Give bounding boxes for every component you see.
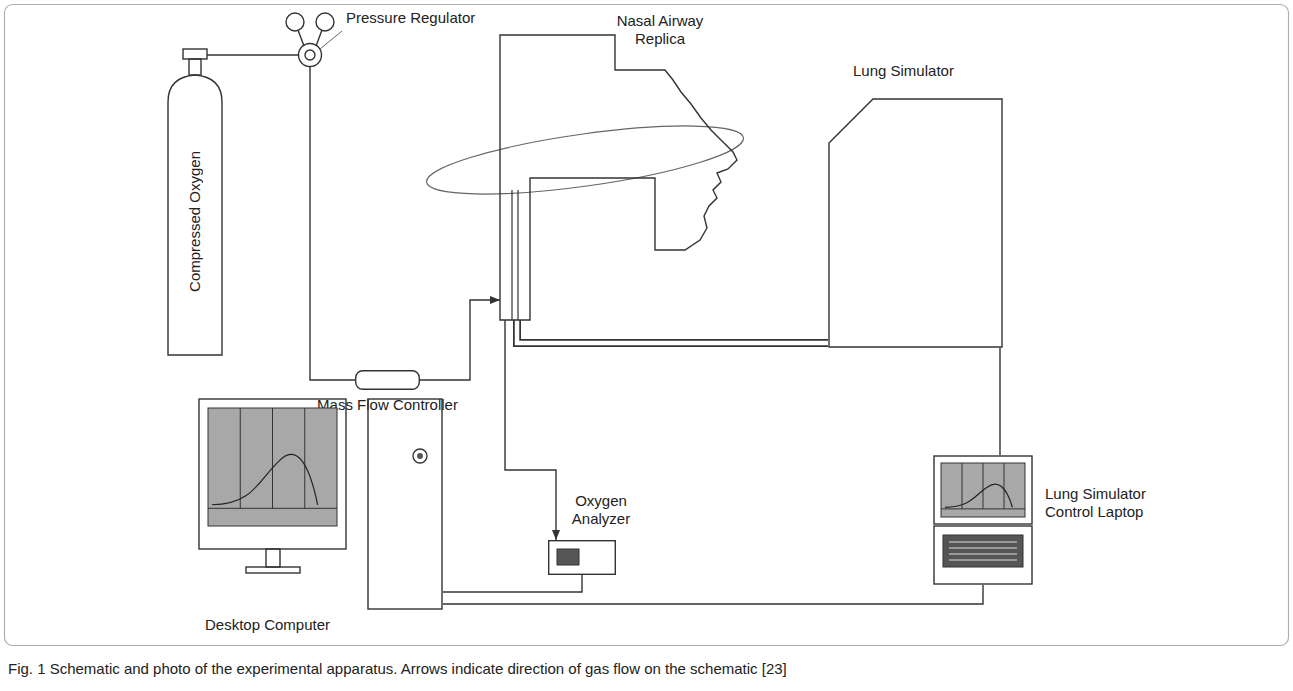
connector-line <box>310 67 355 380</box>
oxygen-analyzer: Oxygen Analyzer <box>548 540 616 575</box>
pressure-regulator-shape <box>298 43 322 67</box>
node-label: Nasal Airway Replica <box>617 12 704 47</box>
connector <box>1000 348 1001 455</box>
node-label-box: Pressure Regulator <box>346 9 475 27</box>
connector <box>443 575 582 592</box>
desktop-computer: Desktop Computer <box>198 398 443 610</box>
node-label-box: Lung Simulator Control Laptop <box>1045 485 1165 521</box>
connector-line <box>443 575 582 592</box>
control-laptop: Lung Simulator Control Laptop <box>933 455 1033 585</box>
control-laptop-shape <box>933 455 1033 585</box>
connector <box>420 300 500 380</box>
node-label-box: Lung Simulator <box>853 62 954 80</box>
tube-connector <box>517 320 828 343</box>
connector-line <box>443 585 983 604</box>
pressure-regulator: Pressure Regulator <box>298 43 322 67</box>
node-label: Compressed Oxygen <box>186 151 204 292</box>
node-label: Pressure Regulator <box>346 9 475 26</box>
lung-simulator: Lung Simulator <box>828 98 1003 348</box>
tube-inner <box>517 320 828 343</box>
node-label: Desktop Computer <box>205 616 330 633</box>
connector <box>505 320 556 540</box>
node-label-box: Nasal Airway Replica <box>605 12 715 48</box>
node-label-box: Oxygen Analyzer <box>566 492 636 528</box>
node-label-box: Desktop Computer <box>205 616 330 634</box>
oxygen-analyzer-shape <box>548 540 616 575</box>
node-label-box: Compressed Oxygen <box>165 87 225 355</box>
connector <box>207 55 298 56</box>
nasal-airway-replica-shape <box>495 30 745 320</box>
nasal-airway-replica: Nasal Airway Replica <box>495 30 745 320</box>
connector-line <box>420 300 500 380</box>
mass-flow-controller: Mass Flow Controller <box>355 370 420 390</box>
oxygen-cylinder: Compressed Oxygen <box>165 47 225 357</box>
connector <box>443 585 983 604</box>
connector-line <box>207 54 298 55</box>
connector-line <box>999 348 1000 455</box>
connector-line <box>517 320 828 343</box>
node-label: Oxygen Analyzer <box>572 492 630 527</box>
lung-simulator-shape <box>828 98 1003 348</box>
desktop-computer-shape <box>198 398 443 610</box>
connector-line <box>505 320 556 540</box>
mass-flow-controller-shape <box>355 370 420 390</box>
node-label: Lung Simulator Control Laptop <box>1045 485 1146 520</box>
node-label: Lung Simulator <box>853 62 954 79</box>
connector <box>310 67 355 380</box>
figure-caption: Fig. 1 Schematic and photo of the experi… <box>8 660 1278 678</box>
